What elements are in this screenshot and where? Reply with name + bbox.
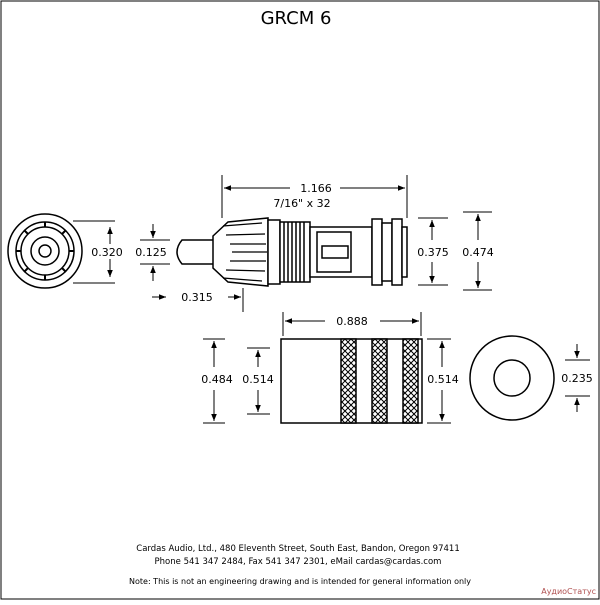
pin-length-dimension (152, 288, 244, 312)
sleeve-inner-left-label: 0.514 (242, 373, 274, 386)
body-diameter-dimensions (418, 211, 492, 291)
thread-spec-label: 7/16" x 32 (273, 197, 330, 210)
pin-dimension (140, 224, 170, 281)
sleeve-right-dimension (427, 338, 451, 424)
footer-note: Note: This is not an engineering drawing… (129, 577, 471, 586)
plug-side-view (176, 217, 408, 287)
pin-diameter-label: 0.125 (135, 246, 167, 259)
sleeve-bore-label: 0.235 (561, 372, 593, 385)
overall-length-label: 1.166 (300, 182, 332, 195)
face-diameter-label: 0.320 (91, 246, 123, 259)
sleeve-outer-left-label: 0.484 (201, 373, 233, 386)
sleeve-left-dimensions (203, 338, 270, 424)
watermark: АудиоСтатус (541, 587, 596, 596)
footer-address: Cardas Audio, Ltd., 480 Eleventh Street,… (136, 544, 459, 554)
overall-length-dimension (221, 175, 408, 218)
face-diameter-dimension (73, 220, 115, 284)
pin-length-label: 0.315 (181, 291, 213, 304)
drawing-title: GRCM 6 (261, 8, 332, 29)
sleeve-side-view (280, 338, 423, 424)
sleeve-length-dimension (282, 312, 422, 336)
sleeve-length-label: 0.888 (336, 315, 368, 328)
body-diameter-large-label: 0.474 (462, 246, 494, 259)
sleeve-end-view (469, 335, 555, 421)
sleeve-diameter-right-label: 0.514 (427, 373, 459, 386)
body-diameter-small-label: 0.375 (417, 246, 449, 259)
footer-contact: Phone 541 347 2484, Fax 541 347 2301, eM… (155, 557, 442, 567)
sleeve-bore-dimension (565, 344, 590, 412)
plug-face-view (7, 213, 83, 289)
